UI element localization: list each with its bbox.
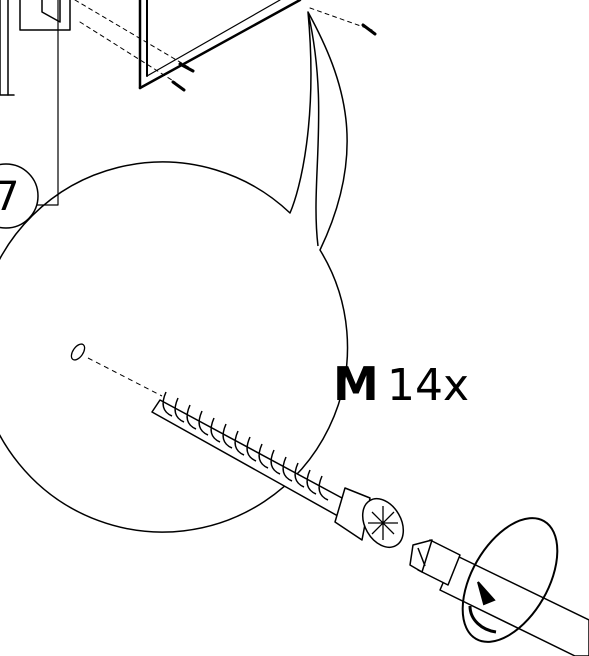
- part-quantity: 14x: [387, 360, 469, 411]
- magnification-callout-bubble: [0, 11, 349, 533]
- step-number-badge: 7: [0, 163, 39, 229]
- clockwise-rotation-arrow-icon: [461, 517, 559, 643]
- phillips-screwdriver-icon: [409, 539, 589, 656]
- pilot-hole-guide: [87, 357, 163, 397]
- wood-screw-icon: [151, 391, 405, 548]
- step-number: 7: [0, 174, 19, 220]
- pilot-hole-icon: [70, 343, 86, 361]
- furniture-panel-assembly: [0, 0, 377, 206]
- part-letter: M: [333, 357, 379, 411]
